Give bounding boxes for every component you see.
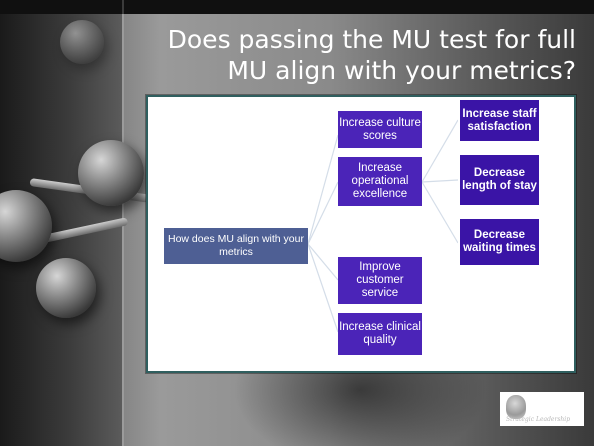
outcome-node-staff-satisfaction: Increase staff satisfaction [458, 98, 541, 143]
slide-title: Does passing the MU test for full MU ali… [167, 25, 576, 85]
alignment-diagram: How does MU align with your metrics Incr… [146, 95, 576, 373]
outcome-node-length-of-stay: Decrease length of stay [458, 153, 541, 207]
connector-line [421, 181, 459, 244]
connector-lines [307, 119, 459, 333]
connector-line [307, 243, 339, 281]
molecule-sphere [60, 20, 104, 64]
top-dark-band [0, 0, 594, 14]
logo-wordmark: Strategic Leadership [506, 416, 571, 423]
root-node: How does MU align with your metrics [164, 228, 308, 264]
goal-node-label: Increase culture scores [339, 116, 421, 142]
outcome-node-label: Decrease length of stay [462, 167, 537, 192]
root-node-label: How does MU align with your metrics [168, 233, 304, 258]
bust-portrait-icon [506, 395, 526, 419]
outcome-node-label: Decrease waiting times [463, 229, 536, 254]
connector-line [307, 134, 339, 245]
goal-node-clinical-quality: Increase clinical quality [338, 313, 422, 355]
molecule-sphere [78, 140, 144, 206]
connector-line [421, 179, 459, 183]
logo: Strategic Leadership [500, 392, 584, 426]
outcome-node-label: Increase staff satisfaction [462, 107, 537, 133]
goal-node-label: Improve customer service [356, 261, 404, 299]
goal-node-customer-service: Improve customer service [338, 257, 422, 304]
goal-node-label: Increase clinical quality [339, 321, 421, 346]
goal-node-label: Increase operational excellence [351, 162, 409, 200]
goal-node-culture: Increase culture scores [338, 111, 422, 148]
goal-node-operational: Increase operational excellence [338, 157, 422, 206]
connector-line [307, 181, 339, 245]
molecule-sphere [36, 258, 96, 318]
outcome-node-waiting-times: Decrease waiting times [458, 217, 541, 267]
connector-line [307, 243, 339, 333]
connector-line [421, 119, 459, 183]
